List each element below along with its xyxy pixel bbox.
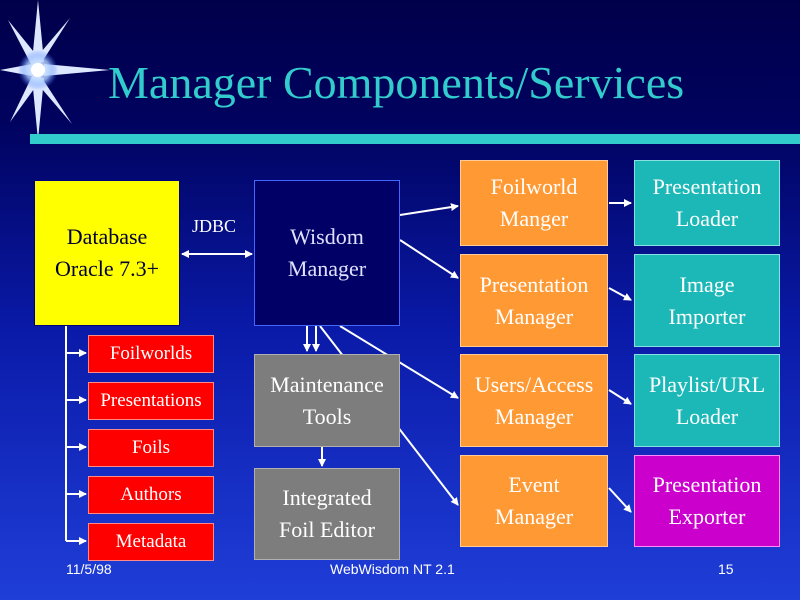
db-item-authors: Authors	[88, 476, 214, 514]
database-box: Database Oracle 7.3+	[34, 180, 180, 326]
star-burst-icon	[0, 0, 110, 140]
page-title: Manager Components/Services	[108, 57, 685, 108]
presentation-manager-box: Presentation Manager	[460, 254, 608, 347]
foil-editor-box: Integrated Foil Editor	[254, 468, 400, 560]
db-item-foils: Foils	[88, 429, 214, 467]
presentation-loader-box: Presentation Loader	[634, 160, 780, 246]
db-item-presentations: Presentations	[88, 382, 214, 420]
maintenance-tools-box: Maintenance Tools	[254, 354, 400, 447]
footer-title: WebWisdom NT 2.1	[330, 561, 455, 577]
db-item-metadata: Metadata	[88, 523, 214, 561]
footer-date: 11/5/98	[66, 561, 112, 577]
playlist-url-loader-box: Playlist/URL Loader	[634, 354, 780, 447]
foilworld-manager-box: Foilworld Manger	[460, 160, 608, 246]
image-importer-box: Image Importer	[634, 254, 780, 347]
wisdom-manager-box: Wisdom Manager	[254, 180, 400, 326]
users-access-manager-box: Users/Access Manager	[460, 354, 608, 447]
page-number: 15	[718, 561, 734, 577]
presentation-exporter-box: Presentation Exporter	[634, 455, 780, 547]
jdbc-label: JDBC	[192, 216, 237, 236]
db-item-foilworlds: Foilworlds	[88, 335, 214, 373]
title-divider	[30, 134, 800, 144]
event-manager-box: Event Manager	[460, 455, 608, 547]
